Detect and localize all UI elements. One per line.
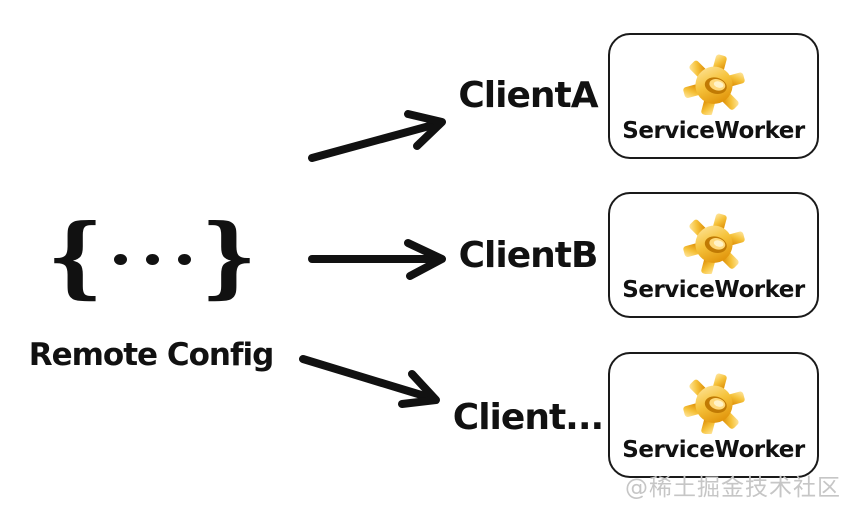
service-worker-box-b: ServiceWorker <box>608 192 819 318</box>
right-brace: } <box>200 204 258 308</box>
watermark: @稀土掘金技术社区 <box>625 475 841 501</box>
dot-icon <box>145 253 159 265</box>
arrows-stroke-group <box>299 110 446 408</box>
left-brace: { <box>46 204 104 308</box>
client-a-label: ClientA <box>458 75 598 116</box>
dot-icon <box>177 253 191 265</box>
service-worker-label: ServiceWorker <box>622 436 805 463</box>
arrow-to-client-x <box>299 355 440 408</box>
remote-config-symbol: { } <box>47 198 257 314</box>
gear-icon <box>683 212 745 274</box>
client-b-label: ClientB <box>458 235 599 276</box>
service-worker-box-a: ServiceWorker <box>608 33 819 159</box>
service-worker-label: ServiceWorker <box>622 117 805 144</box>
client-etc-label: Client... <box>452 397 604 438</box>
remote-config-label: Remote Config <box>28 337 275 373</box>
gear-icon <box>683 372 745 434</box>
ellipsis-dots-icon <box>113 253 191 265</box>
service-worker-label: ServiceWorker <box>622 276 805 303</box>
dot-icon <box>113 253 127 265</box>
gear-icon <box>683 53 745 115</box>
arrow-to-client-a <box>308 110 446 162</box>
arrow-to-client-b <box>308 239 446 280</box>
service-worker-box-etc: ServiceWorker <box>608 352 819 478</box>
